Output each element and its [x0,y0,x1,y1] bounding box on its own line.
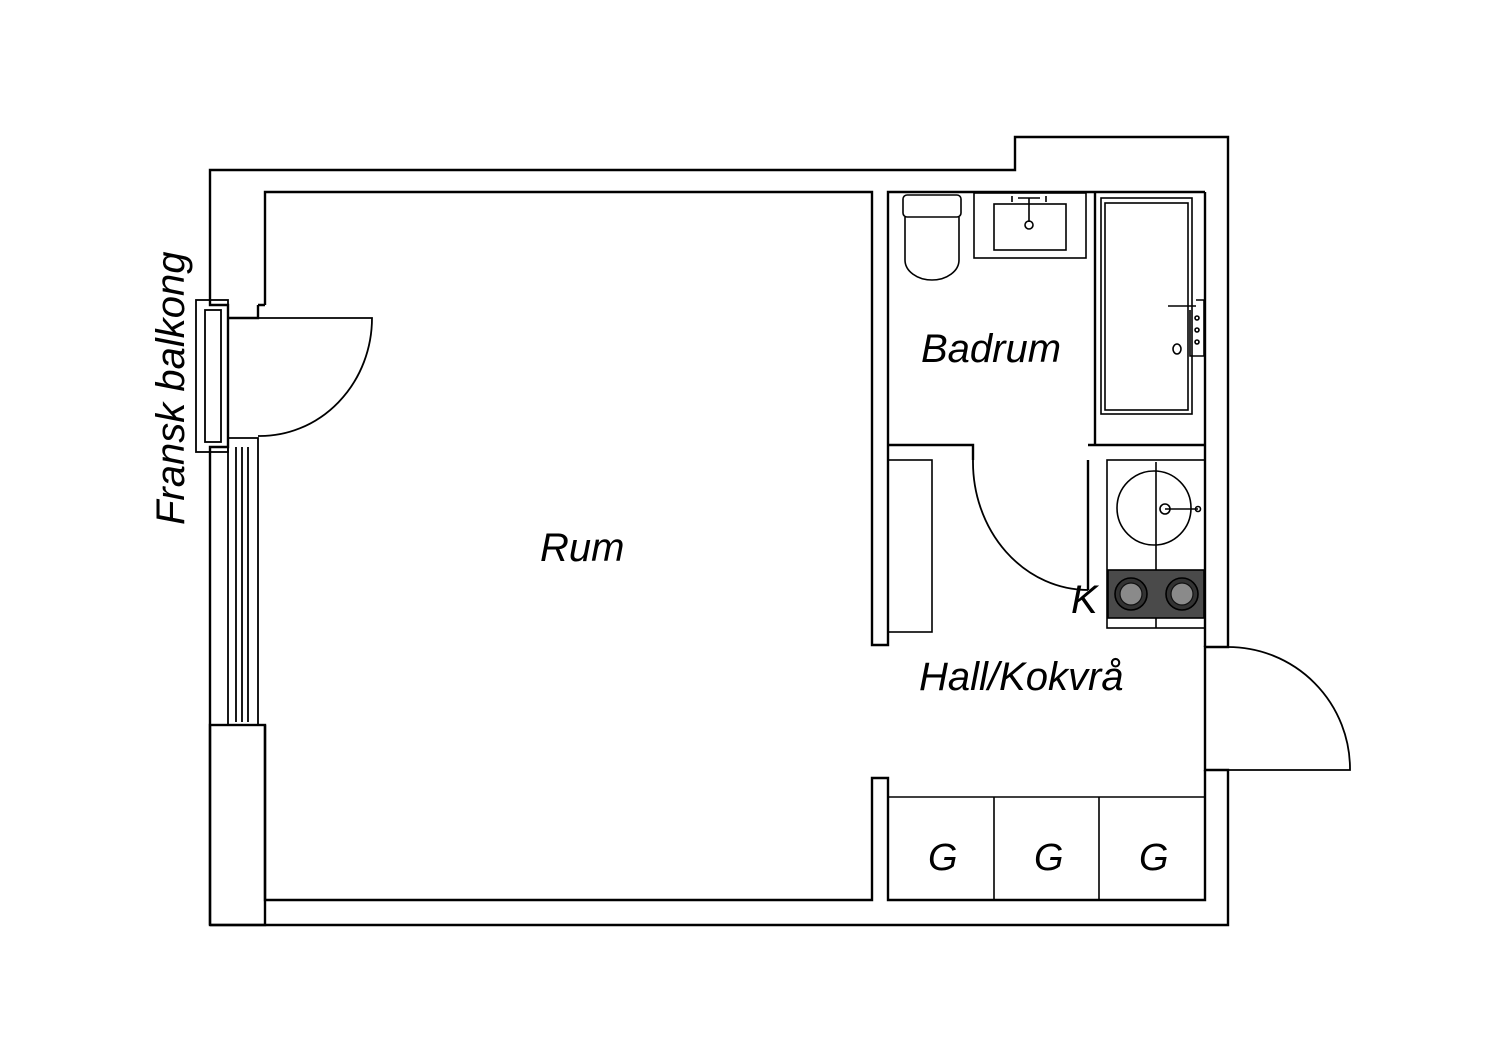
kitchen-faucet-knob [1194,505,1202,513]
toilet-bowl [904,217,960,281]
room-wall-bottom [263,725,1207,902]
label-wardrobe-1: G [928,837,958,879]
label-bathroom: Badrum [921,327,1061,371]
window-wall-lower [208,723,267,927]
balcony-door-swing [228,317,373,437]
kitchen-sink-bowl [1116,470,1192,546]
shower-knob-3 [1194,339,1200,345]
sink-faucet [1011,196,1047,222]
label-room: Rum [540,526,624,570]
toilet-tank [902,194,962,218]
bathroom-door-swing [972,459,1089,591]
bathroom-wall-2 [1086,192,1205,590]
label-kitchen: K [1071,578,1100,622]
balcony-frame-inner [204,309,222,443]
stove-burner-2-inner [1170,582,1194,606]
entrance-door-swing [1227,646,1351,771]
wardrobes [888,796,1205,900]
shower-drain [1172,343,1182,355]
room-wall-left-top [228,303,265,320]
sink-basin [993,203,1067,251]
shower-knob-2 [1194,327,1200,333]
room-wall [263,190,1205,647]
label-wardrobe-3: G [1139,837,1169,879]
label-wardrobe-2: G [1034,837,1064,879]
shower-mixer [1168,299,1205,357]
shower-knob-1 [1194,315,1200,321]
sink-drain [1024,220,1034,230]
label-hall-kitchen: Hall/Kokvrå [919,655,1124,699]
label-balcony: Fransk balkong [149,252,193,525]
outer-wall [208,135,1230,927]
balcony-frame [195,299,229,453]
balcony-window [227,437,259,726]
bathroom-sink [973,192,1087,259]
hall-closet [887,459,933,633]
bathroom-wall [888,443,975,460]
stove-burner-1-inner [1119,582,1143,606]
